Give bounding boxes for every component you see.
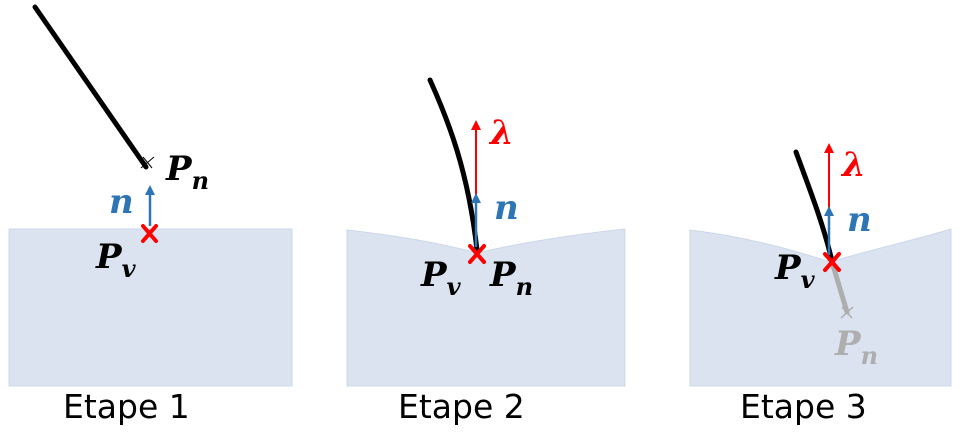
step-3-pv-label: Pv bbox=[774, 248, 816, 294]
step-2-pn-sub: n bbox=[516, 272, 533, 301]
step-3-deformed-surface bbox=[689, 228, 952, 387]
step-1-pn-crosshair bbox=[140, 156, 155, 169]
step-1-pn-label: Pn bbox=[165, 149, 209, 195]
step-3-panel: λ n Pv Pn Etape 3 bbox=[689, 143, 952, 426]
step-3-pv-p: P bbox=[774, 248, 802, 288]
step-3-caption: Etape 3 bbox=[740, 387, 867, 426]
step-1-pv-p: P bbox=[95, 237, 123, 277]
step-1-needle bbox=[32, 4, 149, 170]
step-2-lambda-label: λ bbox=[488, 113, 514, 153]
step-1-pv-label: Pv bbox=[95, 237, 137, 283]
step-3-ghost-pn-p: P bbox=[834, 324, 862, 364]
step-3-ghost-pn-sub: n bbox=[861, 341, 878, 370]
step-1-pv-sub: v bbox=[122, 254, 137, 283]
step-2-caption: Etape 2 bbox=[398, 387, 525, 426]
step-2-needle bbox=[427, 77, 480, 253]
step-2-normal-label: n bbox=[494, 188, 519, 228]
step-3-ghost-needle bbox=[829, 259, 850, 315]
step-1-normal-label: n bbox=[109, 182, 134, 222]
step-2-pv-pn-marker bbox=[468, 244, 486, 264]
step-3-ghost-pn-label: Pn bbox=[834, 324, 878, 370]
step-2-pv-sub: v bbox=[447, 272, 462, 301]
step-3-pv-marker bbox=[823, 252, 841, 272]
step-3-pv-sub: v bbox=[801, 265, 816, 294]
step-3-ghost-pn-crosshair bbox=[840, 306, 854, 319]
step-2-pv-label: Pv bbox=[420, 255, 462, 301]
step-2-deformed-surface bbox=[346, 228, 626, 387]
step-1-pv-marker bbox=[141, 224, 158, 243]
step-1-panel: Pn n Pv Etape 1 bbox=[8, 4, 293, 426]
step-1-surface bbox=[8, 228, 293, 387]
step-2-pn-label: Pn bbox=[489, 255, 533, 301]
step-1-caption: Etape 1 bbox=[63, 387, 190, 426]
step-1-pn-p: P bbox=[165, 149, 193, 189]
step-3-normal-label: n bbox=[847, 200, 872, 240]
step-2-pv-p: P bbox=[420, 255, 448, 295]
step-1-pn-sub: n bbox=[192, 166, 209, 195]
step-2-panel: λ n Pv Pn Etape 2 bbox=[346, 77, 626, 426]
step-2-pn-p: P bbox=[489, 255, 517, 295]
step-3-needle bbox=[793, 149, 834, 260]
step-3-lambda-label: λ bbox=[840, 145, 866, 185]
